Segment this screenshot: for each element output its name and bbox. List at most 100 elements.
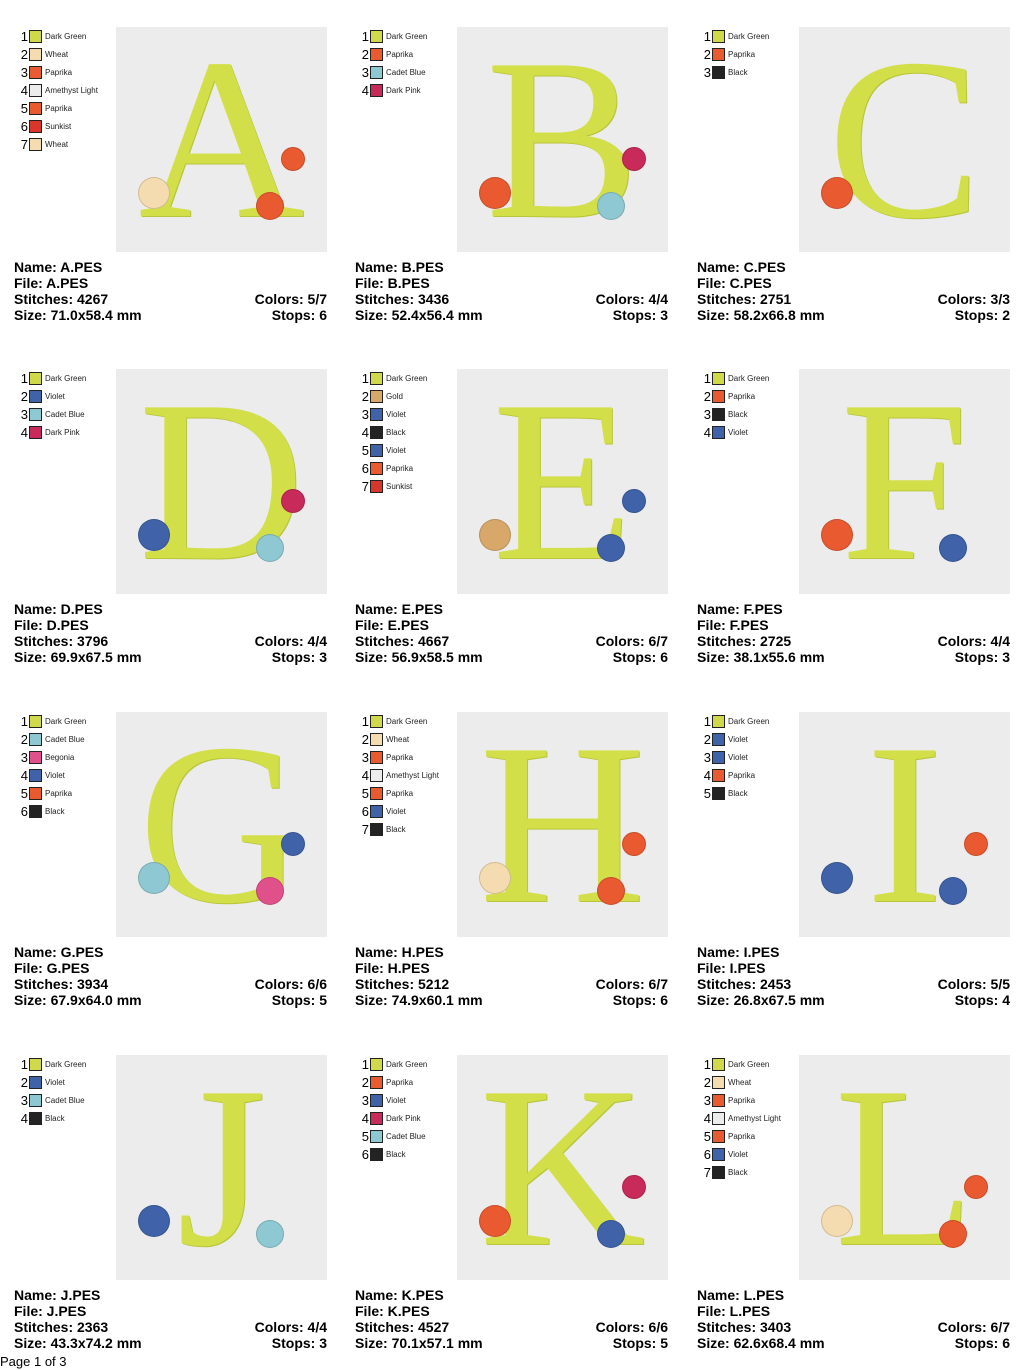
color-swatch xyxy=(29,1075,42,1089)
color-swatch xyxy=(29,714,42,728)
embroidered-letter: E xyxy=(492,369,633,594)
thread-color-name: Dark Pink xyxy=(386,85,421,95)
color-swatch xyxy=(29,750,42,764)
page-number: Page 1 of 3 xyxy=(0,1354,67,1369)
design-size: Size: 67.9x64.0 mm xyxy=(14,992,142,1008)
thread-number: 3 xyxy=(20,1092,28,1108)
color-swatch xyxy=(712,1075,725,1089)
design-colors: Colors: 4/4 xyxy=(254,1319,327,1335)
button-decoration-icon xyxy=(479,1205,511,1237)
design-size: Size: 52.4x56.4 mm xyxy=(355,307,483,323)
color-swatch xyxy=(370,65,383,79)
embroidered-letter: F xyxy=(840,369,969,594)
design-colors: Colors: 4/4 xyxy=(254,633,327,649)
thread-number: 3 xyxy=(703,749,711,765)
thread-number: 2 xyxy=(703,731,711,747)
thread-color-name: Sunkist xyxy=(386,481,413,491)
design-preview-image[interactable]: B xyxy=(457,27,668,252)
design-preview-image[interactable]: K xyxy=(457,1055,668,1280)
thread-color-name: Wheat xyxy=(386,734,410,744)
button-decoration-icon xyxy=(597,1220,625,1248)
design-preview-image[interactable]: D xyxy=(116,369,327,594)
color-swatch xyxy=(29,65,42,79)
color-swatch xyxy=(370,371,383,385)
embroidered-letter: I xyxy=(866,712,943,937)
design-preview-image[interactable]: A xyxy=(116,27,327,252)
design-preview-image[interactable]: G xyxy=(116,712,327,937)
design-preview-image[interactable]: J xyxy=(116,1055,327,1280)
thread-color-name: Dark Green xyxy=(45,1059,87,1069)
design-size: Size: 26.8x67.5 mm xyxy=(697,992,825,1008)
design-size: Size: 62.6x68.4 mm xyxy=(697,1335,825,1351)
thread-number: 2 xyxy=(20,731,28,747)
design-preview-image[interactable]: C xyxy=(799,27,1010,252)
thread-number: 4 xyxy=(361,767,369,783)
color-swatch xyxy=(712,65,725,79)
design-stops: Stops: 6 xyxy=(954,1335,1010,1351)
thread-color-name: Black xyxy=(386,427,406,437)
button-decoration-icon xyxy=(138,1205,170,1237)
thread-number: 4 xyxy=(361,82,369,98)
design-preview-image[interactable]: E xyxy=(457,369,668,594)
color-swatch xyxy=(712,47,725,61)
color-swatch xyxy=(712,389,725,403)
design-stitches: Stitches: 3796 xyxy=(14,633,109,649)
design-file: File: A.PES xyxy=(14,275,89,291)
design-preview-image[interactable]: F xyxy=(799,369,1010,594)
embroidered-letter: G xyxy=(138,712,305,937)
thread-number: 3 xyxy=(20,749,28,765)
design-file: File: F.PES xyxy=(697,617,769,633)
design-stops: Stops: 3 xyxy=(271,1335,327,1351)
thread-color-name: Black xyxy=(386,1149,406,1159)
embroidered-letter: D xyxy=(138,369,305,594)
button-decoration-icon xyxy=(622,147,646,171)
design-size: Size: 56.9x58.5 mm xyxy=(355,649,483,665)
thread-number: 6 xyxy=(20,118,28,134)
button-decoration-icon xyxy=(597,877,625,905)
color-swatch xyxy=(712,714,725,728)
thread-number: 2 xyxy=(361,46,369,62)
thread-color-name: Violet xyxy=(728,752,748,762)
thread-color-name: Cadet Blue xyxy=(45,1095,85,1105)
design-file: File: I.PES xyxy=(697,960,766,976)
design-name: Name: I.PES xyxy=(697,944,780,960)
design-preview-image[interactable]: L xyxy=(799,1055,1010,1280)
design-stops: Stops: 4 xyxy=(954,992,1010,1008)
button-decoration-icon xyxy=(597,534,625,562)
design-preview-image[interactable]: I xyxy=(799,712,1010,937)
thread-number: 5 xyxy=(20,100,28,116)
thread-number: 1 xyxy=(361,28,369,44)
color-swatch xyxy=(29,137,42,151)
thread-color-name: Paprika xyxy=(386,788,414,798)
thread-number: 4 xyxy=(703,1110,711,1126)
color-swatch xyxy=(712,786,725,800)
design-file: File: G.PES xyxy=(14,960,90,976)
design-preview-image[interactable]: H xyxy=(457,712,668,937)
color-swatch xyxy=(712,750,725,764)
color-swatch xyxy=(712,29,725,43)
color-swatch xyxy=(29,732,42,746)
